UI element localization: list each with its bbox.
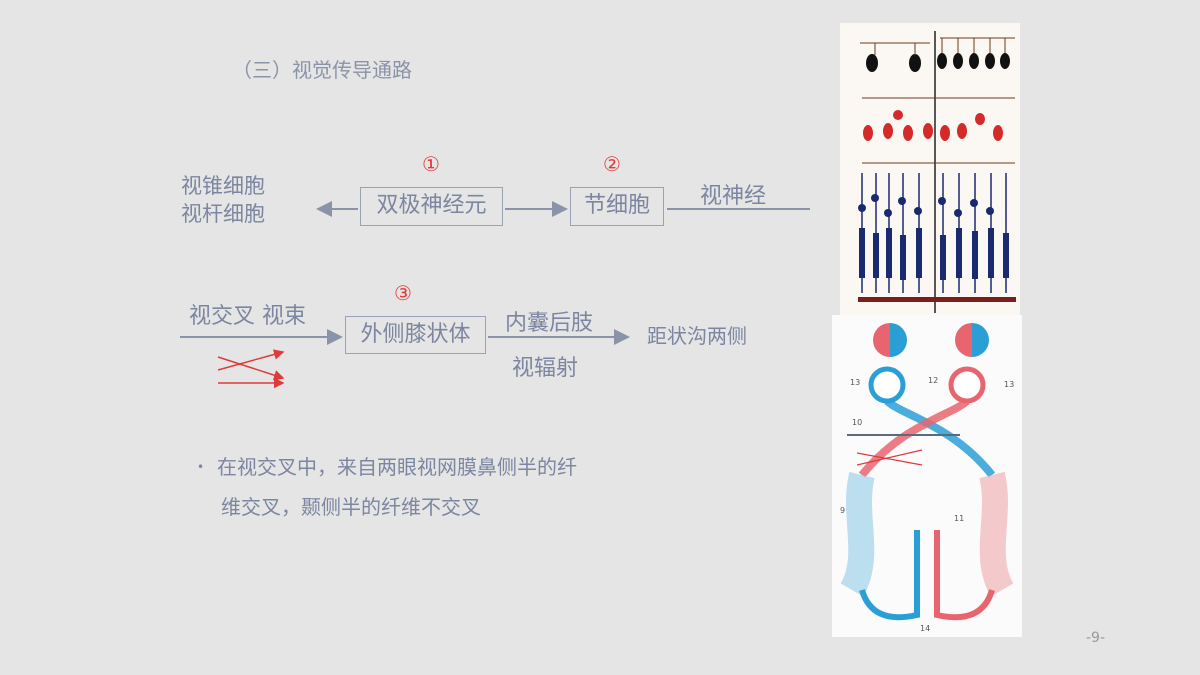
- right-field-red: [955, 323, 972, 357]
- retina-drawing: [858, 31, 1016, 313]
- internal-capsule-label: 内囊后肢: [505, 311, 594, 336]
- left-field-blue: [890, 323, 907, 357]
- note-line-2: 维交叉，颞侧半的纤维不交叉: [221, 495, 481, 519]
- calcarine-sulcus-label: 距状沟两侧: [647, 324, 747, 348]
- rods-label: 视杆细胞: [181, 202, 265, 226]
- page-number: -9-: [1085, 630, 1105, 646]
- label-10: 10: [852, 418, 862, 427]
- optic-nerve-label: 视神经: [700, 184, 767, 209]
- optic-radiation-label: 视辐射: [512, 356, 579, 381]
- ganglion-cell-box: 节细胞: [570, 187, 664, 226]
- step-number-3: ③: [394, 281, 412, 305]
- chiasm-tract-label: 视交叉 视束: [189, 304, 306, 329]
- label-11: 11: [954, 514, 964, 523]
- label-13-right: 13: [1004, 380, 1014, 389]
- cones-label: 视锥细胞: [181, 174, 265, 198]
- label-9: 9: [840, 506, 845, 515]
- bullet-dot: •: [197, 460, 205, 474]
- lateral-geniculate-box: 外侧膝状体: [345, 316, 486, 354]
- right-field-blue: [972, 323, 989, 357]
- slide-title: （三）视觉传导通路: [232, 58, 412, 82]
- label-12: 12: [928, 376, 938, 385]
- label-14: 14: [920, 624, 930, 633]
- step-number-2: ②: [603, 152, 621, 176]
- red-cross-arrow-1: [217, 349, 285, 371]
- step-number-1: ①: [422, 152, 440, 176]
- bipolar-neuron-box: 双极神经元: [360, 187, 503, 226]
- red-cross-arrow-2: [217, 356, 285, 381]
- retina-illustration: [840, 23, 1020, 315]
- label-13-left: 13: [850, 378, 860, 387]
- visual-pathway-illustration: 13 12 13 10 9 11 14: [832, 315, 1022, 637]
- left-field-red: [873, 323, 890, 357]
- pathway-drawing: 13 12 13 10 9 11 14: [840, 323, 1014, 633]
- note-line-1: 在视交叉中，来自两眼视网膜鼻侧半的纤: [217, 455, 577, 479]
